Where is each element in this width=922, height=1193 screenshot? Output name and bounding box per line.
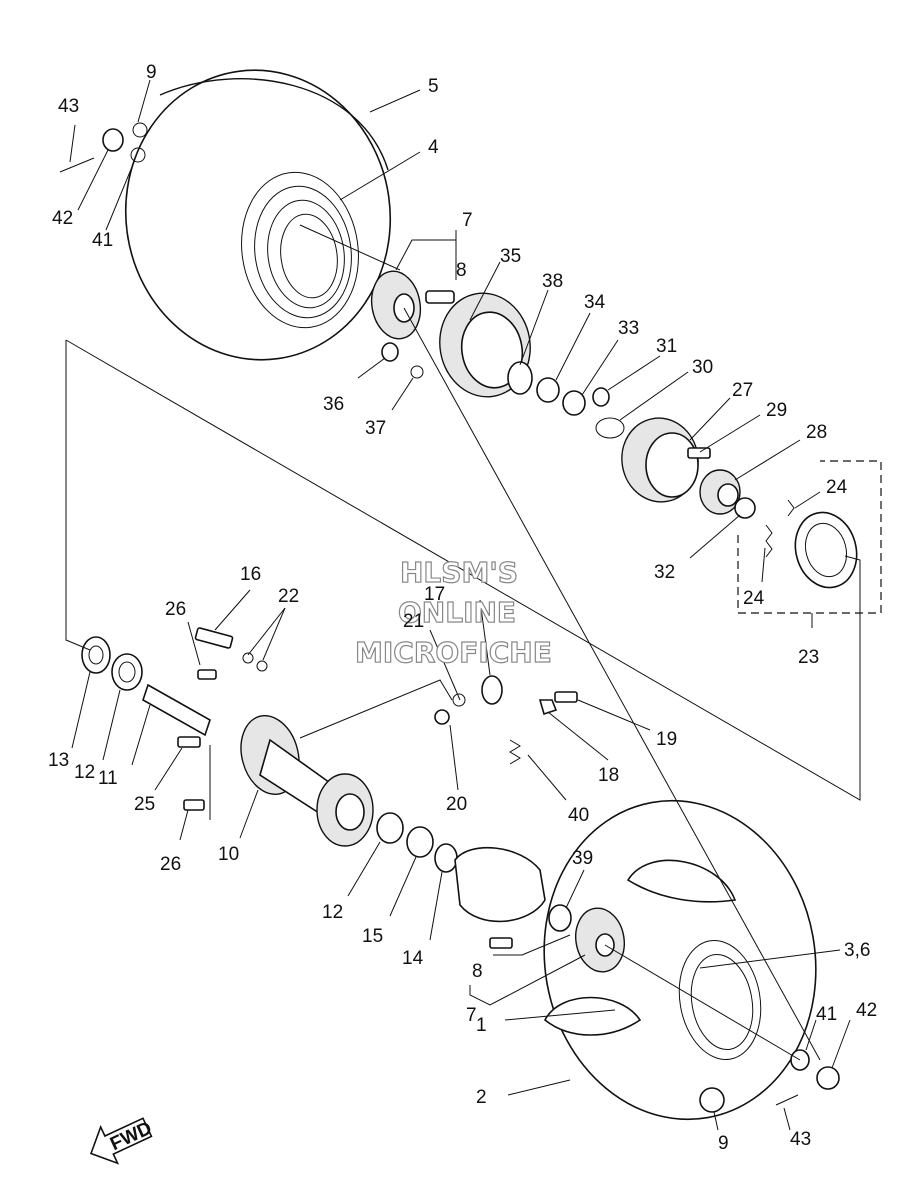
callout-12-left: 12 — [74, 762, 95, 783]
callout-33: 33 — [618, 318, 639, 339]
callout-39: 39 — [572, 848, 593, 869]
watermark: HLSM'S ONLINE MICROFICHE — [354, 555, 552, 669]
reference-lines — [65, 224, 861, 1061]
callout-16: 16 — [240, 564, 261, 585]
watermark-line3: MICROFICHE — [355, 636, 552, 669]
callout-29: 29 — [766, 400, 787, 421]
callout-labels: 43 9 5 4 42 41 7 8 35 38 34 33 31 30 27 … — [48, 62, 877, 1154]
callout-20: 20 — [446, 794, 467, 815]
callout-1: 1 — [476, 1015, 487, 1036]
callout-9-lower: 9 — [718, 1133, 729, 1154]
callout-22: 22 — [278, 586, 299, 607]
callout-19: 19 — [656, 729, 677, 750]
callout-7-top: 7 — [462, 210, 473, 231]
callout-21: 21 — [403, 611, 424, 632]
callout-4: 4 — [428, 137, 439, 158]
callout-13: 13 — [48, 750, 69, 771]
callout-38: 38 — [542, 271, 563, 292]
callout-14: 14 — [402, 948, 424, 969]
callout-18: 18 — [598, 765, 619, 786]
callout-43-top: 43 — [58, 96, 79, 117]
fwd-arrow-icon: FWD — [89, 1117, 155, 1165]
upper-tire — [124, 69, 392, 361]
callout-42-top: 42 — [52, 208, 73, 229]
callout-40: 40 — [568, 805, 589, 826]
watermark-line2: ONLINE — [398, 596, 516, 629]
callout-15: 15 — [362, 926, 383, 947]
callout-17: 17 — [424, 584, 445, 605]
callout-25: 25 — [134, 794, 155, 815]
brake-shoe-group-box — [737, 460, 882, 614]
leader-lines — [69, 79, 851, 1131]
callout-5: 5 — [428, 76, 439, 97]
lower-tire — [543, 799, 817, 1121]
callout-9-top: 9 — [146, 62, 157, 83]
callout-10: 10 — [218, 844, 239, 865]
callout-23: 23 — [798, 647, 819, 668]
watermark-line1: HLSM'S — [400, 556, 518, 589]
callout-8-lower: 8 — [472, 961, 483, 982]
callout-36: 36 — [323, 394, 344, 415]
callout-35: 35 — [500, 246, 521, 267]
callout-3-6: 3,6 — [844, 940, 870, 961]
callout-34: 34 — [584, 292, 606, 313]
callout-41-top: 41 — [92, 230, 113, 251]
callout-30: 30 — [692, 357, 713, 378]
callout-32: 32 — [654, 562, 675, 583]
callout-31: 31 — [656, 336, 677, 357]
callout-26-top: 26 — [165, 599, 186, 620]
callout-27: 27 — [732, 380, 753, 401]
callout-7-lower: 7 — [466, 1005, 477, 1026]
callout-11: 11 — [98, 768, 118, 789]
callout-8-top: 8 — [456, 260, 467, 281]
callout-28: 28 — [806, 422, 827, 443]
callout-42-lower: 42 — [856, 1000, 877, 1021]
callout-26-bottom: 26 — [160, 854, 181, 875]
callout-41-lower: 41 — [816, 1004, 837, 1025]
axle-assembly — [59, 122, 840, 1113]
callout-43-lower: 43 — [790, 1129, 811, 1150]
callout-37: 37 — [365, 418, 386, 439]
callout-12-lower: 12 — [322, 902, 343, 923]
hub-parts-upper — [370, 270, 858, 589]
callout-2: 2 — [476, 1087, 487, 1108]
callout-24-top: 24 — [826, 477, 848, 498]
callout-24-bottom: 24 — [743, 588, 765, 609]
